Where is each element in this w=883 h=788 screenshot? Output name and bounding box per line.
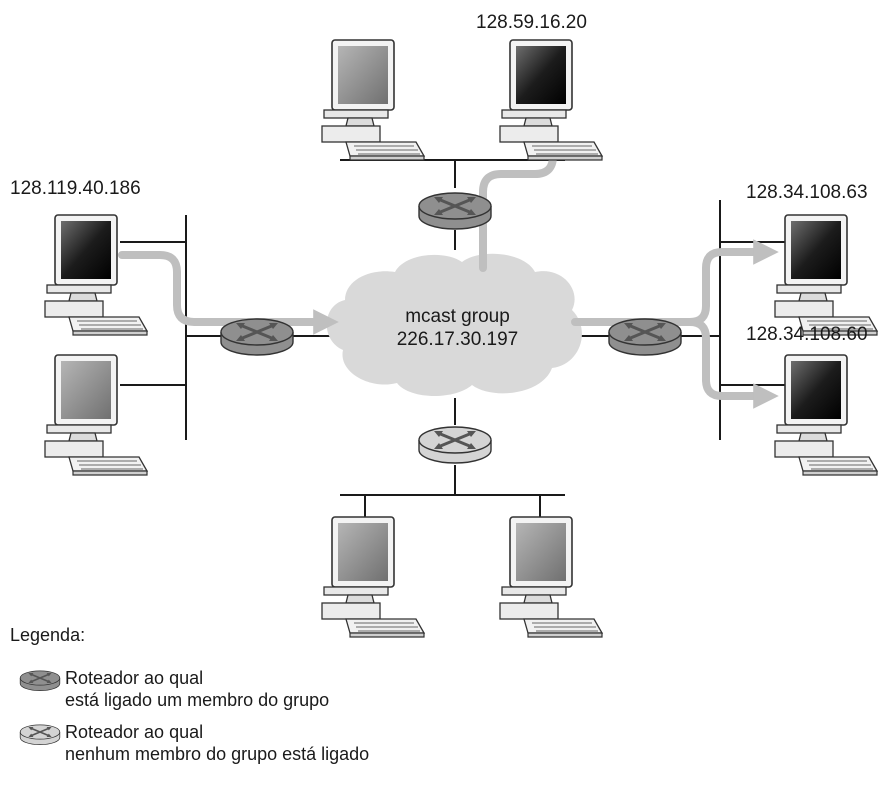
mcast-group-name: mcast group [405, 306, 510, 327]
legend-nonmember-router-text: Roteador ao qual nenhum membro do grupo … [65, 721, 369, 765]
host-label-right-top: 128.34.108.63 [746, 182, 868, 203]
multicast-paths [118, 133, 779, 409]
mcast-group-cloud [326, 253, 582, 397]
host-right-top-member [774, 214, 878, 336]
host-label-left-top: 128.119.40.186 [10, 178, 141, 199]
host-bottom-left [321, 516, 425, 638]
router-top-member [417, 191, 493, 231]
legend-member-line1: Roteador ao qual [65, 668, 204, 688]
host-label-right-bottom: 128.34.108.60 [746, 324, 868, 345]
host-right-bottom-member [774, 354, 878, 476]
legend-member-router-text: Roteador ao qual está ligado um membro d… [65, 667, 329, 711]
legend-nonmember-router-icon [19, 724, 61, 746]
legend-member-line2: está ligado um membro do grupo [65, 690, 330, 710]
host-left-top-member [44, 214, 148, 336]
router-left-member [219, 317, 295, 357]
legend-title: Legenda: [10, 625, 86, 645]
host-left-bottom [44, 354, 148, 476]
host-label-top-right: 128.59.16.20 [476, 12, 587, 33]
host-top-left [321, 39, 425, 161]
legend-nonmember-line2: nenhum membro do grupo está ligado [65, 744, 370, 764]
legend-member-router-icon [19, 670, 61, 692]
router-bottom-nonmember [417, 425, 493, 465]
host-top-right-member [499, 39, 603, 161]
mcast-group-label: mcast group 226.17.30.197 [380, 305, 535, 351]
legend-nonmember-line1: Roteador ao qual [65, 722, 204, 742]
mcast-group-address: 226.17.30.197 [396, 329, 519, 350]
host-bottom-right [499, 516, 603, 638]
router-right-member [607, 317, 683, 357]
